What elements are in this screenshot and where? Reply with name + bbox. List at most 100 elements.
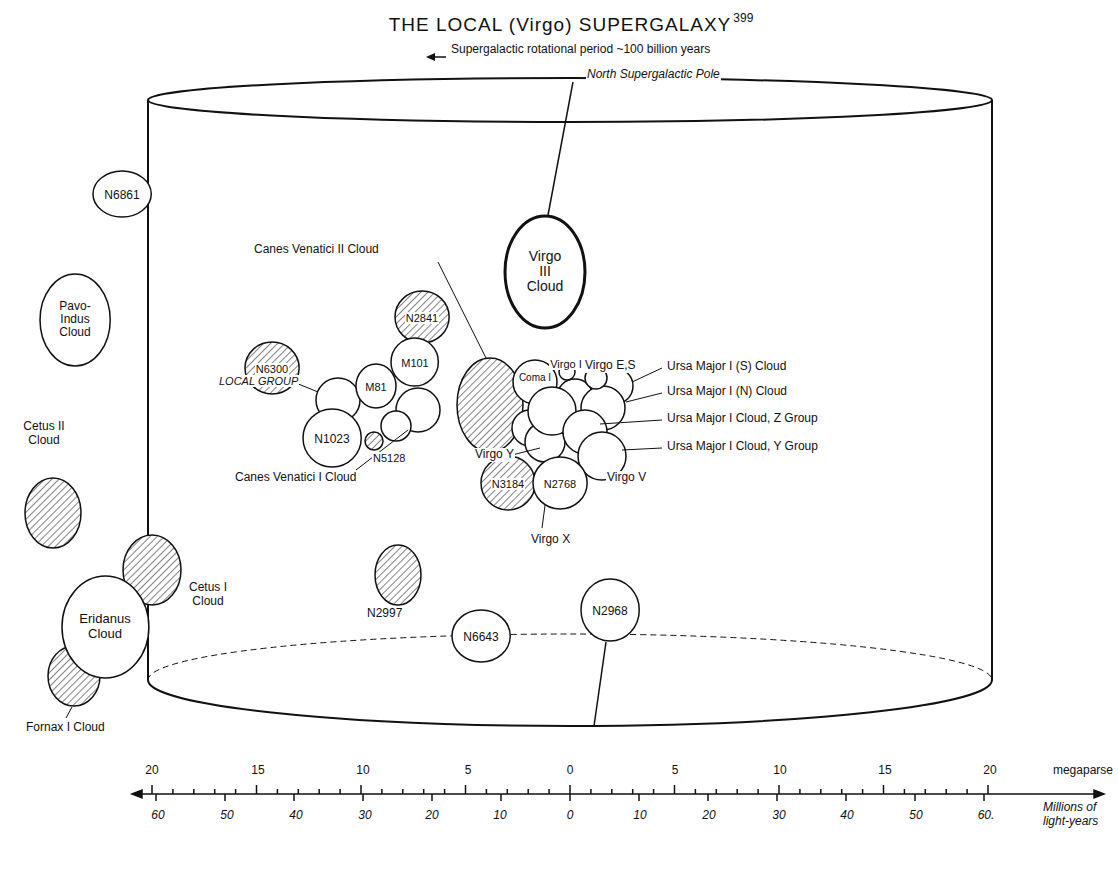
cloud-text-box: M81 [364, 377, 387, 395]
cloud-label: Ursa Major I Cloud, Z Group [666, 412, 819, 426]
cloud-ellipse [356, 364, 396, 408]
scale-number: 15 [877, 764, 892, 778]
cloud-ellipse [40, 274, 110, 366]
scale-tick [318, 789, 320, 794]
leader-lines [66, 262, 662, 718]
cloud-label: Cetus II Cloud [8, 420, 80, 448]
cloud-label: Coma I [518, 372, 552, 384]
scale-tick [569, 785, 571, 794]
scale-number: 60 [150, 809, 165, 823]
cloud-text-box: Virgo III Cloud [523, 249, 567, 296]
illustration-stroke [632, 368, 662, 382]
cloud-text-box: N2768 [543, 474, 577, 492]
scale-tick [674, 785, 676, 794]
cloud-name: N2768 [543, 478, 577, 490]
scale-number: 20 [424, 809, 439, 823]
scale-number: 30 [357, 809, 372, 823]
illustration-stroke [622, 448, 662, 450]
cloud-ellipse [93, 171, 151, 217]
diagram-title: THE LOCAL (Virgo) SUPERGALAXY [389, 14, 732, 36]
cloud-label: Ursa Major I (S) Cloud [666, 360, 787, 374]
scale-tick [757, 789, 759, 794]
rotation-note: Supergalactic rotational period ~100 bil… [450, 43, 711, 57]
cloud-label: Fornax I Cloud [25, 721, 106, 735]
cloud-label: LOCAL GROUP [218, 375, 299, 388]
galaxy-cloud: Eridanus Cloud [61, 575, 150, 679]
scale-tick [695, 789, 697, 794]
cloud-label: N5128 [372, 452, 406, 465]
scale-tick [214, 789, 216, 794]
scale-number: 20 [144, 764, 159, 778]
galaxy-cloud: N2768 [532, 456, 588, 510]
galaxy-cloud: N2968 [580, 578, 640, 642]
cloud-ellipse [581, 579, 639, 641]
cloud-name: Virgo III Cloud [523, 249, 567, 295]
scale-tick [925, 789, 927, 794]
cloud-ellipse [62, 576, 149, 678]
scale-tick [904, 789, 906, 794]
cloud-label: Ursa Major I (N) Cloud [666, 385, 788, 399]
pole-line [548, 82, 573, 215]
scale-tick [638, 794, 640, 801]
galaxy-cloud: N6861 [92, 170, 152, 218]
galaxy-cloud: N3184 [480, 455, 536, 511]
scale-tick [945, 789, 947, 794]
cloud-label: Virgo I [549, 358, 583, 371]
scale-tick [155, 794, 157, 801]
cloud-text-box: N3184 [491, 474, 525, 492]
scale-number: 50 [219, 809, 234, 823]
rotation-arrow [426, 53, 446, 61]
cloud-circle [381, 411, 411, 441]
cloud-ellipse [505, 216, 585, 328]
cloud-label: Virgo V [606, 471, 647, 485]
distance-scale [132, 785, 1104, 801]
scale-tick [527, 789, 529, 794]
n5128-circle [365, 432, 383, 450]
cloud-text-box: N2968 [591, 601, 628, 619]
scale-tick [776, 794, 778, 801]
scale-number: 60. [977, 809, 996, 823]
scale-arrowhead [1094, 790, 1104, 798]
pole-line [594, 642, 606, 726]
scale-number: 40 [288, 809, 303, 823]
cylinder-bottom-front [148, 680, 992, 726]
cylinder-bottom-back [148, 634, 992, 680]
scale-tick [778, 785, 780, 794]
scale-tick [820, 789, 822, 794]
scale-tick [362, 794, 364, 801]
scale-number: 10 [492, 809, 507, 823]
cloud-name: N1023 [313, 433, 350, 446]
scale-tick [736, 789, 738, 794]
scale-tick [339, 789, 341, 794]
cloud-text-box: Pavo-Indus Cloud [52, 300, 98, 340]
cloud-name: N2968 [591, 605, 628, 618]
scale-tick [381, 789, 383, 794]
scale-tick [360, 785, 362, 794]
scale-tick [799, 789, 801, 794]
cloud-ellipse [452, 610, 510, 662]
cloud-name: Eridanus Cloud [76, 612, 134, 641]
scale-unit: megaparse [1052, 764, 1114, 778]
scale-tick [293, 794, 295, 801]
cetus-ii-circle [25, 478, 81, 548]
cloud-circles [25, 358, 633, 706]
scale-tick [632, 789, 634, 794]
scale-tick [298, 789, 300, 794]
cloud-ellipse [395, 291, 449, 343]
cloud-ellipse [391, 338, 438, 386]
cloud-text-box: Eridanus Cloud [76, 612, 134, 641]
galaxy-cloud: M81 [355, 363, 397, 409]
scale-number: 0 [566, 809, 575, 823]
scale-tick [277, 789, 279, 794]
cloud-text-box: M101 [400, 353, 430, 371]
cloud-ellipse [533, 457, 587, 509]
illustration-stroke [356, 430, 408, 470]
scale-number: 10 [355, 764, 370, 778]
cloud-name: N6861 [103, 189, 140, 202]
scale-tick [862, 789, 864, 794]
scale-tick [569, 794, 571, 801]
cloud-name: M101 [400, 357, 430, 369]
illustration-stroke [426, 53, 435, 61]
scale-tick [841, 789, 843, 794]
